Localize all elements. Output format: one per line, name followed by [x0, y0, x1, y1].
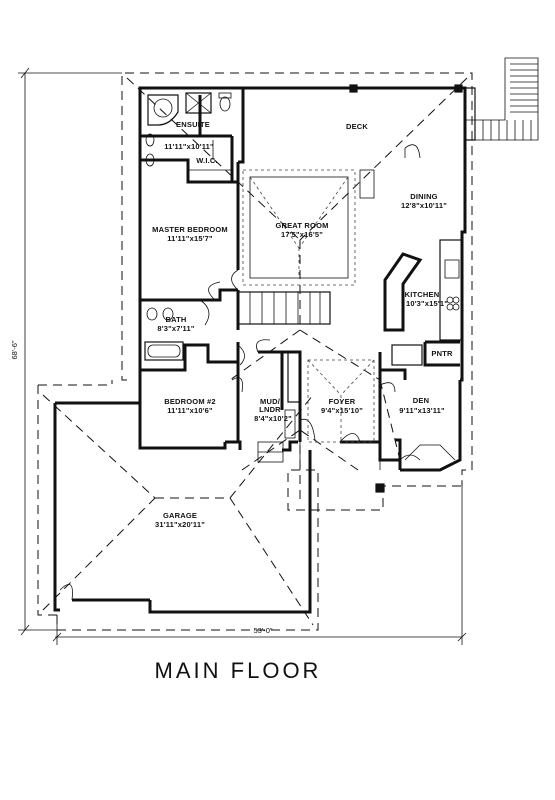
roof-outline [37, 72, 473, 631]
den-size: 9'11"x13'11" [399, 406, 445, 415]
dining-size: 12'8"x10'11" [401, 201, 447, 210]
exterior-walls [53, 86, 467, 614]
garage-label: GARAGE [163, 511, 197, 520]
master-bedroom-label: MASTER BEDROOM [152, 225, 228, 234]
deck-label: DECK [346, 122, 368, 131]
plan-title: MAIN FLOOR [155, 658, 322, 683]
dimension-lines [18, 67, 467, 645]
ensuite-size: 11'11"x10'11" [164, 142, 214, 151]
kitchen-label: KITCHEN [405, 290, 440, 299]
dining-label: DINING [410, 192, 437, 201]
bedroom2-size: 11'11"x10'6" [167, 406, 213, 415]
entry-features [257, 344, 456, 493]
mud-lndr-size: 8'4"x10'2" [254, 414, 292, 423]
great-room-label: GREAT ROOM [275, 221, 328, 230]
wic-label: W.I.C. [196, 156, 218, 165]
garage-size: 31'11"x20'11" [155, 520, 205, 529]
interior-stairs [237, 291, 331, 325]
bedroom2-label: BEDROOM #2 [164, 397, 216, 406]
foyer-label: FOYER [329, 397, 356, 406]
master-bedroom-size: 11'11"x15'7" [167, 234, 213, 243]
kitchen-features [383, 144, 463, 341]
overall-depth-label: 68'-6" [10, 340, 19, 359]
pantry-label: PNTR [431, 349, 453, 358]
bath-size: 8'3"x7'11" [157, 324, 195, 333]
lndr-label: LNDR [259, 405, 281, 414]
den-label: DEN [413, 396, 429, 405]
bath-label: BATH [165, 315, 186, 324]
foyer-size: 9'4"x15'10" [321, 406, 363, 415]
kitchen-size: 10'3"x15'1" [406, 299, 448, 308]
ensuite-fixtures [145, 92, 232, 171]
doors [59, 269, 421, 601]
ensuite-label: ENSUITE [176, 120, 210, 129]
deck-stairs [474, 63, 538, 140]
bath-fixtures [144, 299, 210, 361]
interior-walls [140, 88, 460, 460]
deck [349, 57, 539, 141]
great-room-features [237, 169, 375, 325]
great-room-size: 17'5"x16'5" [281, 230, 323, 239]
mud-label: MUD/ [260, 397, 281, 406]
